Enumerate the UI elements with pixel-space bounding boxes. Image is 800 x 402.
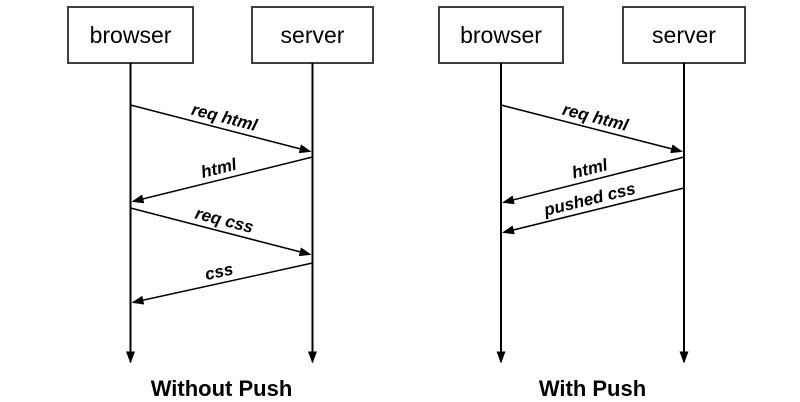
message-label-html: html <box>570 155 611 182</box>
message-arrow-req-css <box>130 207 312 257</box>
actor-label-browser: browser <box>460 22 542 48</box>
actor-box-browser <box>67 6 194 64</box>
actor-label-browser: browser <box>90 22 172 48</box>
actor-label-server: server <box>281 22 345 48</box>
actor-box-server <box>251 6 374 64</box>
actor-box-browser <box>438 6 564 64</box>
message-label-html: html <box>199 154 240 181</box>
message-arrow-html <box>131 156 313 204</box>
caption-with-push: With Push <box>539 376 646 401</box>
message-arrow-req-html <box>130 104 312 154</box>
diagram-without-push: browser server req html html req css css… <box>67 6 374 401</box>
message-arrow-req-html <box>500 104 683 154</box>
actor-label-server: server <box>652 22 716 48</box>
diagram-with-push: browser server req html html pushed css … <box>438 6 746 401</box>
actor-box-server <box>622 6 746 64</box>
message-arrow-pushed-css <box>502 187 685 235</box>
message-arrow-css <box>131 262 313 305</box>
message-arrow-html <box>502 156 685 205</box>
caption-without-push: Without Push <box>151 376 293 401</box>
message-label-pushed-css: pushed css <box>541 179 637 220</box>
